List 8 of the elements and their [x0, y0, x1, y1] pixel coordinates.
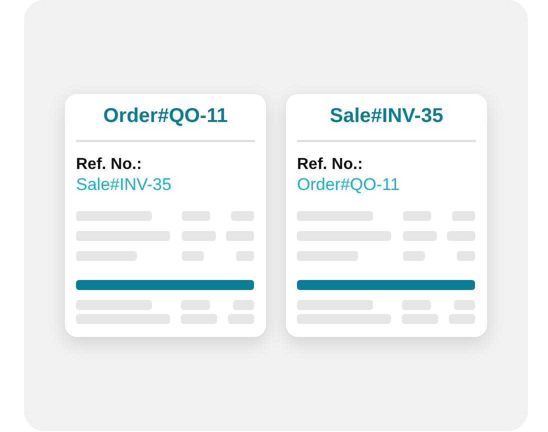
reference-label: Ref. No.:: [76, 155, 142, 175]
document-title: Order#QO-11: [102, 104, 229, 128]
reference-label: Ref. No.:: [297, 155, 363, 175]
document-card: [286, 94, 487, 337]
document-title: Sale#INV-35: [328, 104, 444, 128]
document-card: [65, 94, 266, 337]
reference-number: Order#QO-11: [297, 175, 400, 195]
reference-number: Sale#INV-35: [76, 175, 172, 195]
